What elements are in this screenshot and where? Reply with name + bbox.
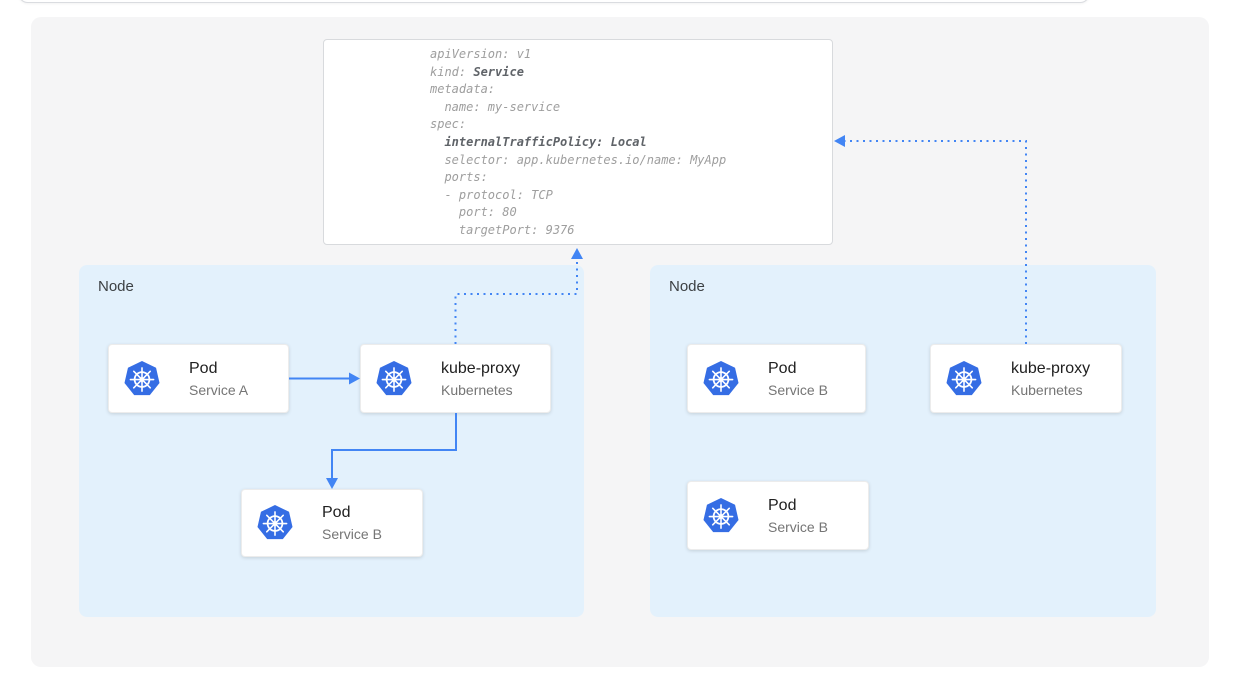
kubernetes-icon (945, 360, 983, 398)
yaml-line: ports: (430, 170, 488, 185)
card-subtitle: Service A (189, 381, 249, 398)
card-pod-service-b-left: Pod Service B (241, 489, 423, 557)
yaml-line: metadata: (430, 82, 496, 97)
node-right: Node (650, 265, 1156, 617)
node-label: Node (98, 278, 134, 295)
card-subtitle: Service B (768, 518, 828, 535)
node-left: Node (79, 265, 584, 617)
card-title: kube-proxy (441, 359, 521, 377)
yaml-line: apiVersion: v1 (430, 47, 532, 61)
card-pod-service-b-right-top: Pod Service B (687, 344, 866, 413)
card-title: kube-proxy (1011, 359, 1091, 377)
card-title: Pod (322, 504, 351, 521)
yaml-line: kind: Service (430, 64, 524, 79)
kubernetes-icon (375, 360, 413, 398)
yaml-line: selector: app.kubernetes.io/name: MyApp (430, 152, 727, 167)
card-subtitle: Service B (322, 526, 382, 542)
card-subtitle: Service B (768, 381, 828, 398)
yaml-line: targetPort: 9376 (430, 222, 575, 237)
kubernetes-icon (123, 360, 161, 398)
kubernetes-icon (702, 360, 740, 398)
card-pod-service-a: Pod Service A (108, 344, 289, 413)
kubernetes-icon (256, 504, 294, 542)
node-label: Node (669, 278, 705, 295)
card-kube-proxy-right: kube-proxy Kubernetes (930, 344, 1122, 413)
card-subtitle: Kubernetes (1011, 381, 1083, 398)
card-kube-proxy-left: kube-proxy Kubernetes (360, 344, 551, 413)
card-subtitle: Kubernetes (441, 381, 513, 398)
yaml-line: name: my-service (430, 99, 561, 114)
card-title: Pod (189, 359, 218, 377)
card-title: Pod (768, 496, 797, 514)
top-page-edge (18, 0, 1090, 3)
yaml-line: spec: (430, 117, 467, 132)
card-title: Pod (768, 359, 797, 377)
card-pod-service-b-right-bottom: Pod Service B (687, 481, 869, 550)
yaml-line: - protocol: TCP (430, 187, 553, 202)
yaml-line: port: 80 (430, 205, 517, 220)
service-yaml-card: apiVersion: v1 kind: Service metadata: n… (323, 39, 833, 245)
kubernetes-icon (702, 497, 740, 535)
yaml-line: internalTrafficPolicy: Local (444, 134, 647, 149)
